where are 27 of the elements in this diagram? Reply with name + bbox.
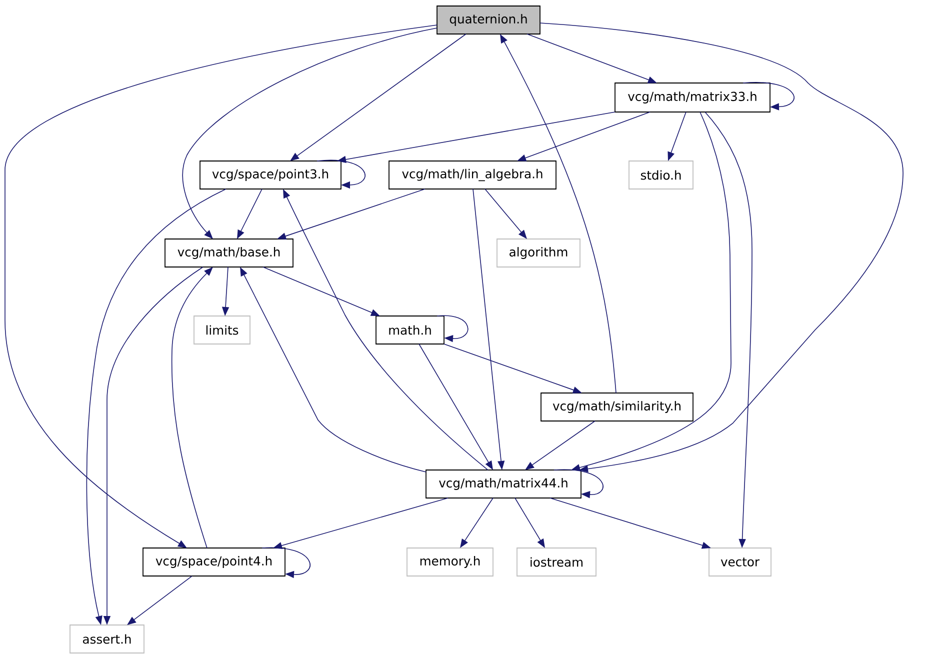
loop-arrow xyxy=(742,82,794,110)
file-box: vcg/math/lin_algebra.h xyxy=(388,160,556,190)
file-box: vector xyxy=(708,548,772,576)
file-box: vcg/space/point4.h xyxy=(142,548,286,576)
file-box: vcg/math/similarity.h xyxy=(540,392,694,422)
file-box: vcg/math/matrix33.h xyxy=(614,82,770,112)
file-box: iostream xyxy=(516,548,596,576)
file-box: vcg/math/base.h xyxy=(164,238,294,268)
file-box: stdio.h xyxy=(628,160,694,190)
file-box: vcg/space/point3.h xyxy=(200,160,342,190)
arrow xyxy=(182,28,438,239)
arrow xyxy=(127,576,192,625)
arrow xyxy=(484,188,527,239)
loop-arrow xyxy=(316,160,366,189)
arrow xyxy=(171,267,213,548)
file-box: limits xyxy=(194,316,250,344)
loop-arrow xyxy=(436,315,468,342)
file-box: algorithm xyxy=(496,238,580,268)
arrow xyxy=(4,24,438,548)
arrow xyxy=(540,22,904,472)
file-box: vcg/math/matrix44.h xyxy=(426,470,582,498)
file-box: assert.h xyxy=(70,624,144,654)
file-box: math.h xyxy=(376,316,444,344)
loop-arrow xyxy=(262,547,310,578)
file-box: memory.h xyxy=(406,548,494,576)
file-box: quaternion.h xyxy=(436,6,540,34)
loop-arrow xyxy=(554,469,604,498)
